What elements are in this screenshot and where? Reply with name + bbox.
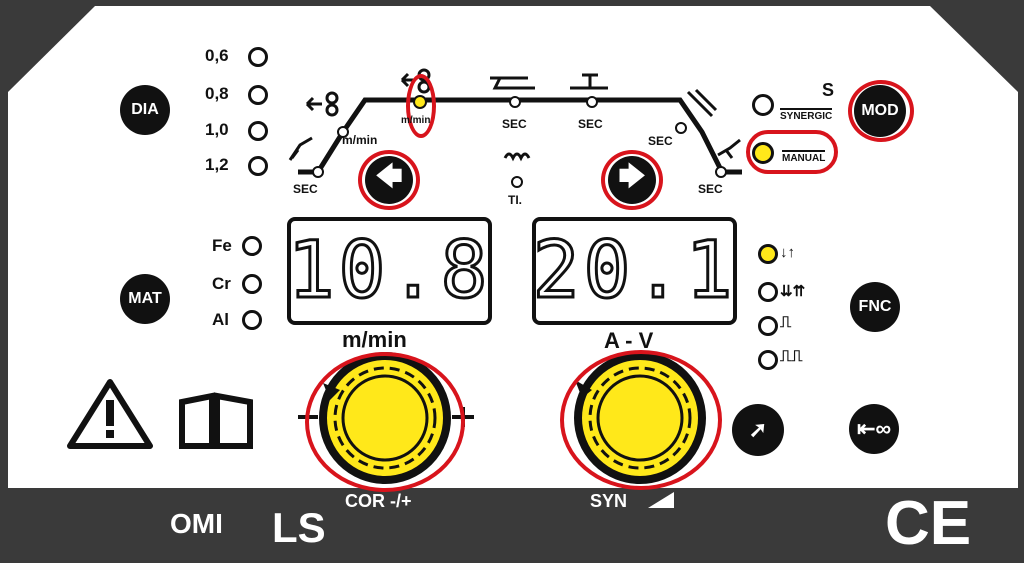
cycle-label: SEC — [698, 182, 723, 196]
synergic-letter: S — [822, 80, 835, 100]
left-knob-highlight — [305, 352, 465, 492]
torch-icon: ➚ — [748, 417, 768, 442]
wire-speed-knob[interactable] — [323, 356, 447, 480]
brand-model: LS — [272, 504, 326, 551]
manual-label: MANUAL — [782, 150, 826, 164]
warning-icon — [70, 380, 152, 450]
wire-feed-icon: ⇤∞ — [856, 416, 892, 441]
cycle-label: SEC — [578, 117, 603, 131]
cycle-label: TI. — [508, 193, 522, 207]
pause-icon: ⎍⎍ — [780, 348, 803, 365]
voltage-value: 20.1 — [531, 226, 737, 316]
ce-mark: CE — [885, 489, 972, 558]
mod-highlight — [848, 80, 914, 142]
voltage-knob[interactable] — [578, 356, 702, 480]
mat-option-label: Fe — [212, 236, 232, 255]
fnc-led-pause[interactable] — [758, 350, 778, 370]
fnc-led-2t[interactable] — [758, 244, 778, 264]
dia-option-label: 0,8 — [205, 84, 229, 103]
two-stroke-icon: ↓↑ — [780, 244, 795, 261]
dia-led-1-2[interactable] — [248, 156, 268, 176]
fnc-button[interactable]: FNC — [850, 282, 900, 332]
fnc-led-4t[interactable] — [758, 282, 778, 302]
torch-button[interactable]: ➚ — [732, 404, 784, 456]
cycle-label: SEC — [648, 134, 673, 148]
dia-button[interactable]: DIA — [120, 85, 170, 135]
mat-led-cr[interactable] — [242, 274, 262, 294]
cycle-label: SEC — [502, 117, 527, 131]
brand-maker: OMI — [170, 508, 223, 539]
right-arrow-highlight — [601, 150, 663, 210]
fnc-led-spot[interactable] — [758, 316, 778, 336]
synergic-label: SYNERGIC — [780, 108, 833, 122]
dia-option-label: 1,0 — [205, 120, 229, 139]
dia-led-0-6[interactable] — [248, 47, 268, 67]
four-stroke-icon: ⇊⇈ — [780, 283, 806, 300]
mat-led-al[interactable] — [242, 310, 262, 330]
dia-led-0-8[interactable] — [248, 85, 268, 105]
mat-option-label: Cr — [212, 274, 231, 293]
cor-label: COR -/+ — [345, 491, 412, 511]
mod-button[interactable]: MOD — [854, 85, 906, 137]
mat-button[interactable]: MAT — [120, 274, 170, 324]
cycle-label: SEC — [293, 182, 318, 196]
syn-label: SYN — [590, 491, 628, 511]
mat-option-label: Al — [212, 310, 229, 329]
arrow-right-icon: 🡆 — [618, 161, 646, 191]
arrow-left-icon: 🡄 — [375, 161, 403, 191]
wire-speed-unit: m/min — [342, 327, 407, 352]
manual-led[interactable] — [752, 142, 774, 164]
wire-speed-display: 10.8 — [286, 217, 492, 325]
cycle-label: m/min — [401, 115, 431, 126]
voltage-display: 20.1 — [531, 217, 737, 325]
wire-feed-button[interactable]: ⇤∞ — [849, 404, 899, 454]
wire-speed-highlight — [406, 74, 436, 138]
arrow-right-button[interactable]: 🡆 — [608, 156, 656, 204]
dia-option-label: 1,2 — [205, 155, 229, 174]
dia-led-1-0[interactable] — [248, 121, 268, 141]
right-knob-highlight — [560, 350, 722, 490]
dia-option-label: 0,6 — [205, 46, 229, 65]
manual-book-icon — [180, 394, 254, 450]
mat-led-fe[interactable] — [242, 236, 262, 256]
wire-speed-value: 10.8 — [286, 226, 492, 316]
arrow-left-button[interactable]: 🡄 — [365, 156, 413, 204]
manual-highlight — [746, 130, 838, 174]
voltage-unit: A - V — [604, 328, 654, 353]
left-arrow-highlight — [358, 150, 420, 210]
cycle-label: m/min — [342, 133, 378, 147]
synergic-led[interactable] — [752, 94, 774, 116]
spot-icon: ⎍ — [780, 314, 792, 331]
